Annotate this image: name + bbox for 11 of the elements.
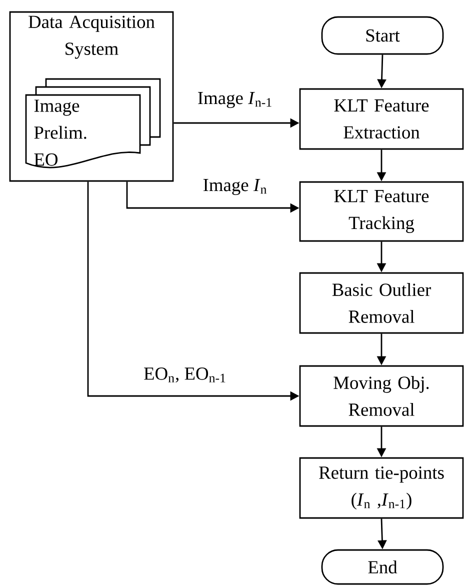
process-box: Moving Obj. Removal: [299, 365, 464, 427]
edge-label: EO$_{n}$, EO$_{n-1}$: [142, 366, 228, 384]
edge-label: Image I$_{n-1}$: [196, 90, 274, 110]
terminal-box: End: [321, 549, 444, 585]
terminal-box: Start: [321, 16, 444, 55]
process-box: KLT Feature Extraction: [299, 88, 464, 150]
edge-label: Image I$_{n}$: [202, 178, 268, 196]
process-box: Basic Outlier Removal: [299, 272, 464, 334]
document-stack: Image Prelim. EO: [25, 78, 161, 168]
process-box: Return tie-points (I$_{n}$ ,I$_{n-1}$): [299, 457, 464, 519]
process-box: KLT Feature Tracking: [299, 181, 464, 242]
